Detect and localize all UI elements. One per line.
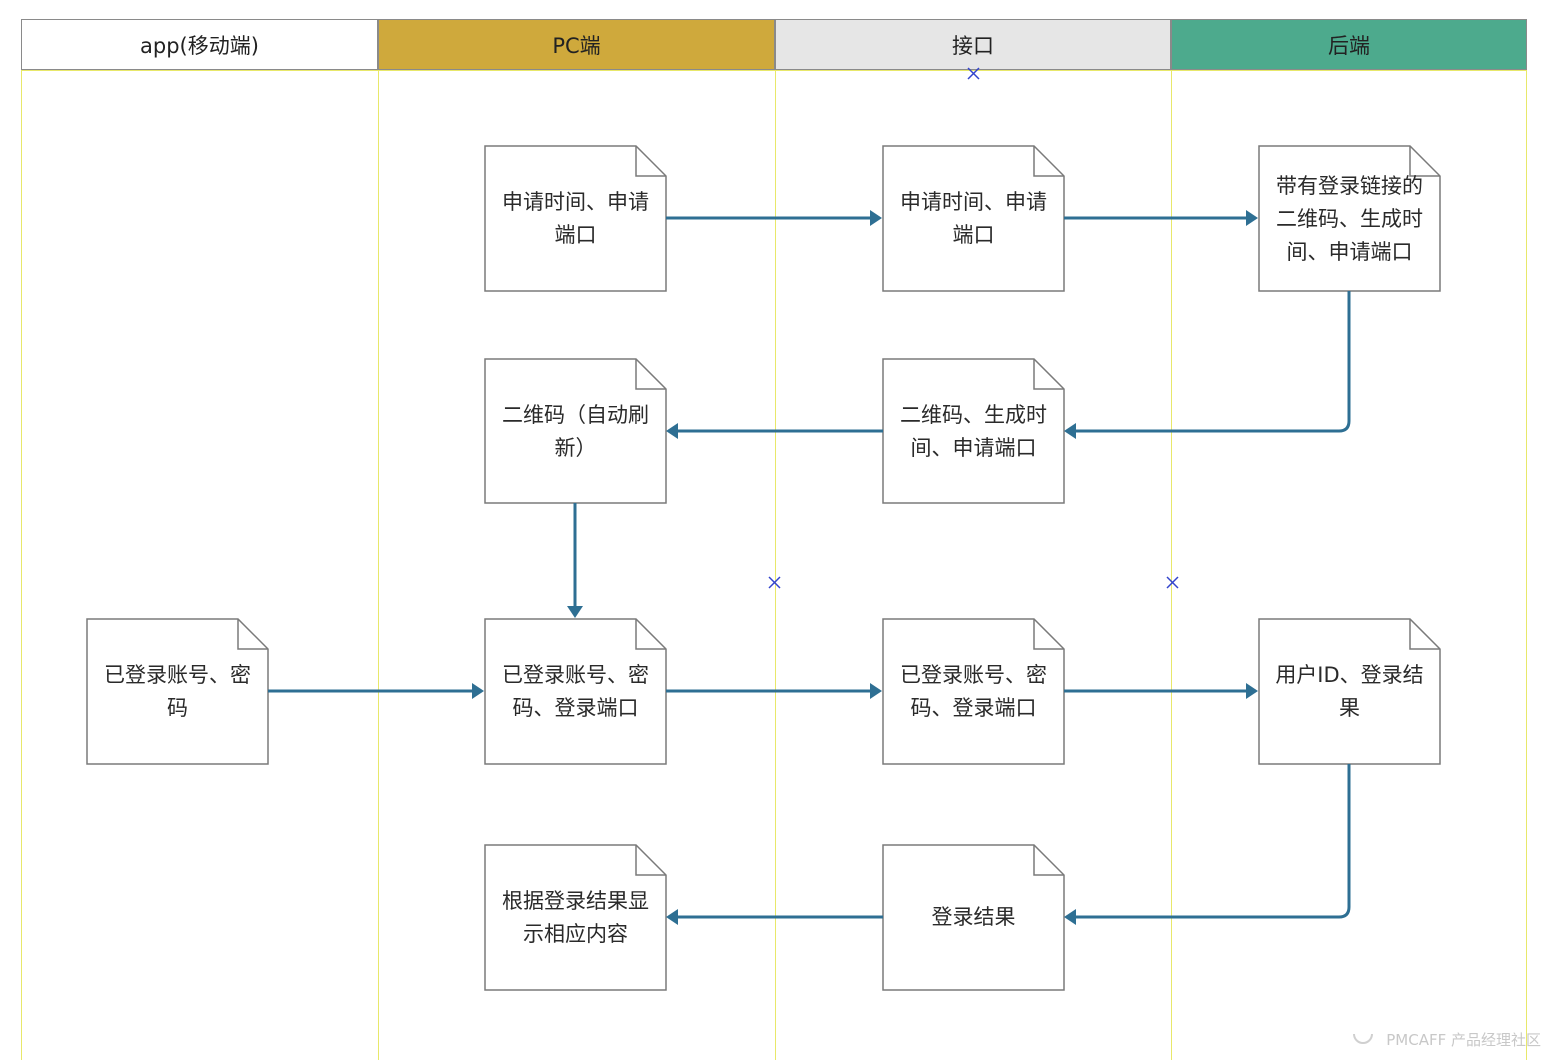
doc-fold [1033,619,1064,650]
lane-line-2 [378,70,379,1060]
lane-header-app: app(移动端) [21,19,378,70]
lane-header-api: 接口 [775,19,1171,70]
lane-header-pc: PC端 [378,19,775,70]
node-pc-request: 申请时间、申请 端口 [502,189,649,247]
connector-backend-to-api-qr [1064,291,1351,439]
lane-line-5 [1526,70,1527,1060]
cross-marker-icon [967,67,980,80]
cross-marker-icon [768,576,781,589]
lane-label-backend: 后端 [1328,33,1370,58]
doc-shape-pc-display [484,844,667,991]
doc-shape-api-result [882,844,1065,991]
doc-fold [635,845,666,876]
doc-shape-app-account [86,618,269,765]
node-api-result: 登录结果 [931,905,1016,929]
doc-fold [635,359,666,390]
node-api-request: 申请时间、申请 端口 [900,189,1047,247]
doc-fold [237,619,268,650]
connector-backend-to-api-result [1064,764,1351,925]
doc-shape-api-qr [882,358,1065,504]
doc-fold [1033,359,1064,390]
lane-line-1 [21,70,22,1060]
node-backend-result: 用户ID、登录结 果 [1275,662,1424,720]
node-pc-account: 已登录账号、密 码、登录端口 [502,662,649,720]
cross-markers [768,67,1179,589]
doc-fold [635,146,666,177]
doc-fold [1409,146,1440,177]
node-backend-qr: 带有登录链接的 二维码、生成时 间、申请端口 [1276,173,1423,264]
node-pc-qr: 二维码（自动刷 新） [502,402,649,460]
doc-shape-api-request [882,145,1065,292]
doc-fold [1033,845,1064,876]
lane-label-pc: PC端 [552,33,601,58]
lane-label-app: app(移动端) [140,33,259,58]
doc-shape-pc-request [484,145,667,292]
cross-marker-icon [1166,576,1179,589]
node-api-qr: 二维码、生成时 间、申请端口 [900,402,1047,460]
lane-line-3 [775,70,776,1060]
doc-shape-pc-qr [484,358,667,504]
doc-shape-pc-account [484,618,667,765]
watermark-logo-icon [1353,1033,1373,1044]
header-divider [21,70,1527,71]
doc-shape-backend-result [1258,618,1441,765]
connectors [268,210,1351,925]
lane-line-4 [1171,70,1172,1060]
doc-shape-api-account [882,618,1065,765]
doc-shape-backend-qr [1258,145,1441,292]
lane-header-backend: 后端 [1171,19,1527,70]
doc-fold [1033,146,1064,177]
doc-fold [1409,619,1440,650]
watermark-text: PMCAFF 产品经理社区 [1386,1031,1541,1049]
node-pc-display: 根据登录结果显 示相应内容 [502,888,649,946]
doc-fold [635,619,666,650]
node-api-account: 已登录账号、密 码、登录端口 [900,662,1047,720]
node-app-account: 已登录账号、密 码 [104,662,251,720]
doc-shapes [86,145,1441,991]
lane-label-api: 接口 [952,33,994,58]
